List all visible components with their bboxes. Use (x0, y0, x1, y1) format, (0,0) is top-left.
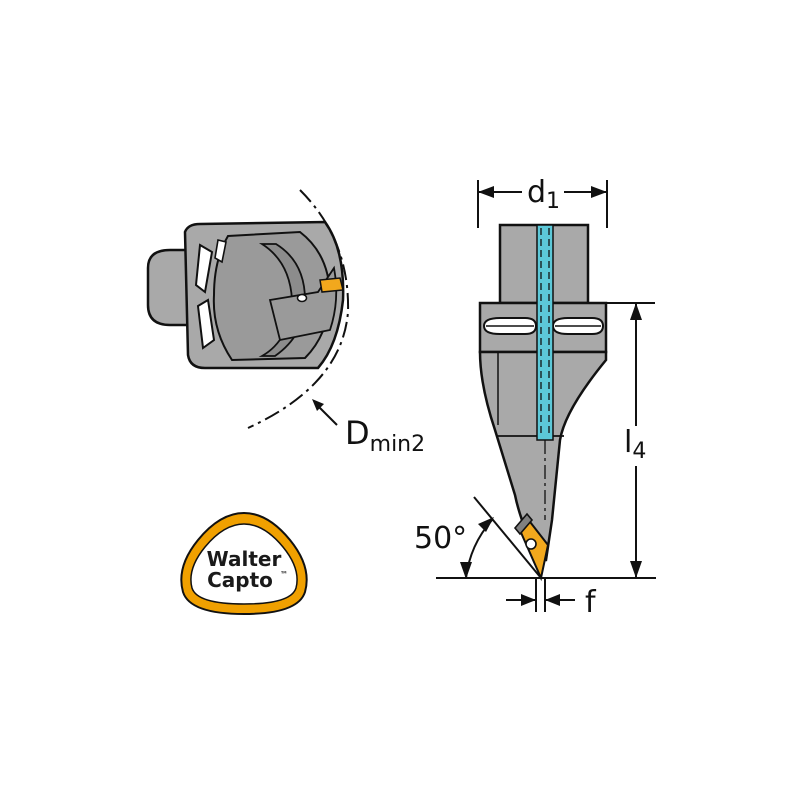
d1-label: d1 (527, 175, 560, 214)
logo-line1: Walter (207, 547, 282, 571)
dmin2-arc (247, 189, 350, 429)
top-view: Dmin2 (146, 189, 425, 457)
insert-screw (525, 538, 537, 550)
flange-slot (196, 298, 216, 350)
f-label: f (585, 585, 597, 620)
coolant-channel (536, 224, 554, 441)
dmin2-label: Dmin2 (345, 414, 425, 457)
l4-label: l4 (624, 425, 646, 464)
angle-arrow-top (478, 517, 494, 532)
insert-pocket (268, 265, 338, 342)
l4-arrow-bottom (630, 561, 642, 578)
flange-slot (214, 239, 227, 264)
f-arrow-right (545, 594, 560, 606)
logo-line2: Capto (207, 568, 273, 592)
side-view: d1 l4 50° f (414, 172, 656, 620)
angle-arrow-bottom (460, 562, 472, 579)
d1-arrow-right (591, 186, 607, 198)
logo-inner-shape (190, 523, 298, 605)
dmin2-arrowhead (312, 399, 324, 411)
d1-arrow-left (478, 186, 494, 198)
d1-label-bg (522, 172, 564, 206)
insert-clamp (513, 512, 534, 536)
flange-slot (194, 243, 214, 294)
clamp-screw-hole (296, 293, 308, 303)
angle-label: 50° (414, 521, 467, 556)
angle-arc (465, 519, 493, 579)
l4-label-bg (620, 426, 654, 466)
angle-leg (473, 496, 542, 579)
walter-capto-logo: Walter Capto ™ (180, 511, 308, 616)
insert-top (319, 277, 344, 293)
logo-tm: ™ (280, 570, 288, 579)
l4-arrow-top (630, 303, 642, 320)
f-arrow-left (521, 594, 536, 606)
